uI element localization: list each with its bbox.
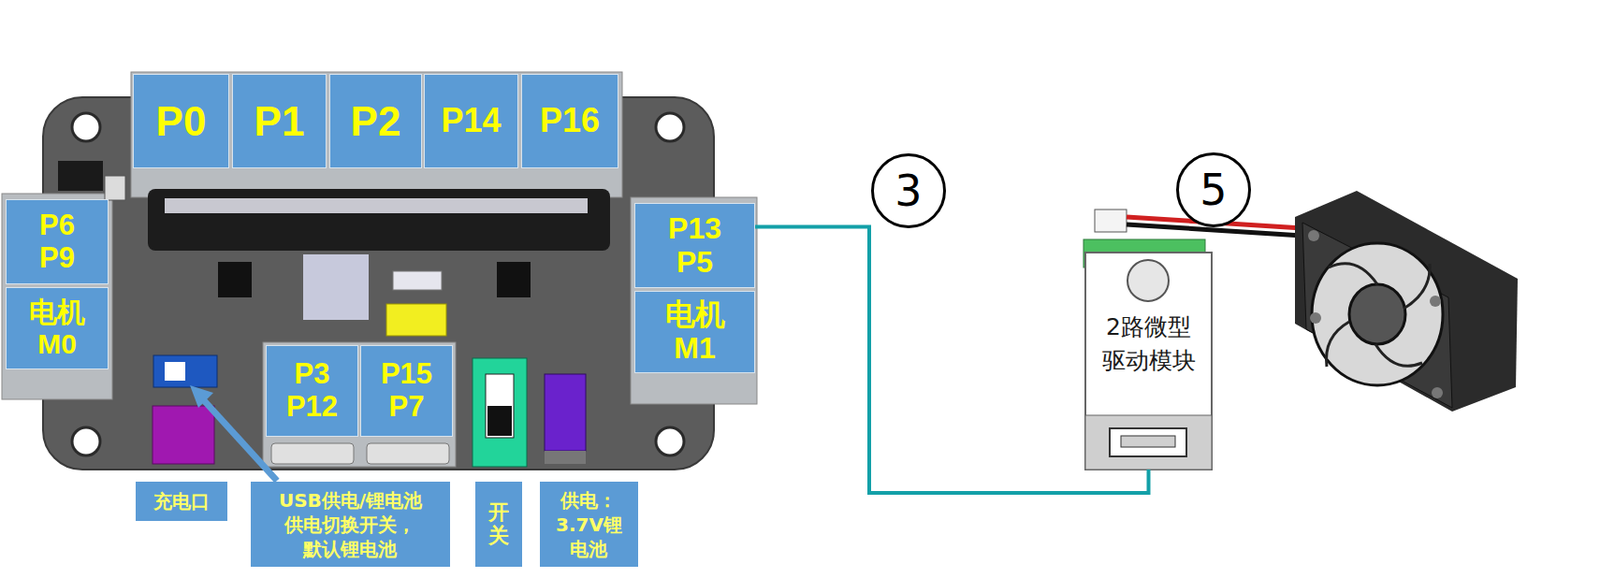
label-box: P1 — [232, 73, 327, 169]
label-box: 供电： 3.7V锂 电池 — [539, 481, 639, 568]
chip-left — [218, 261, 252, 298]
module-box: 2路微型 驱动模块 — [1085, 252, 1212, 470]
label-box: P0 — [132, 73, 230, 169]
port-label: P1 — [254, 98, 306, 145]
chip — [58, 160, 103, 191]
charge-port — [152, 406, 215, 465]
callout-circle: 5 — [1176, 152, 1251, 228]
label-box: USB供电/锂电池 供电切换开关， 默认锂电池 — [250, 481, 451, 568]
label-box: P3 P12 — [265, 345, 359, 437]
part-tag: 开关 — [488, 501, 510, 547]
label-box: 电机 M1 — [634, 290, 756, 374]
port-label: P2 — [350, 98, 402, 145]
label-box: P16 — [521, 73, 619, 169]
label-box: P13 P5 — [634, 203, 756, 289]
label-box: 充电口 — [135, 481, 228, 522]
label-box: P6 P9 — [5, 199, 109, 285]
callout-number: 3 — [894, 165, 922, 217]
label-box: 开关 — [475, 481, 523, 568]
header-bottom — [262, 342, 456, 467]
label-box: P2 — [329, 73, 422, 169]
module-label: 2路微型 驱动模块 — [1102, 310, 1196, 379]
port-label: P14 — [440, 101, 501, 140]
header-top — [130, 72, 623, 198]
usb-chip — [303, 254, 369, 320]
yellow-part — [386, 304, 447, 336]
motor-port-label: 电机 M1 — [665, 298, 726, 366]
part-tag: 供电： 3.7V锂 电池 — [555, 488, 623, 562]
battery-jack — [544, 374, 586, 451]
slide-knob — [164, 362, 186, 381]
bottom-sockets — [271, 443, 450, 465]
edge-slot — [147, 189, 611, 251]
chip-right — [496, 261, 531, 298]
motor-port-label: 电机 M0 — [29, 296, 86, 360]
edge-slot-pins — [164, 198, 588, 214]
port-label: P16 — [539, 101, 600, 140]
driver-module — [1083, 209, 1212, 470]
callout-circle: 3 — [871, 153, 946, 229]
port-label: P6 P9 — [39, 209, 75, 275]
port-label: P13 P5 — [668, 212, 722, 280]
chip-part — [104, 175, 126, 201]
power-switch — [472, 358, 527, 467]
label-box: P14 — [423, 73, 519, 169]
label-box: P15 P7 — [360, 345, 453, 437]
part-tag: USB供电/锂电池 供电切换开关， 默认锂电池 — [278, 488, 422, 562]
port-label: P0 — [156, 98, 207, 145]
smd-part — [392, 271, 442, 291]
fan — [1294, 190, 1518, 412]
port-label: P15 P7 — [380, 358, 433, 423]
slide-switch — [153, 355, 218, 388]
callout-number: 5 — [1199, 164, 1227, 216]
label-box: 电机 M0 — [5, 287, 109, 370]
signal-wire — [755, 227, 1150, 495]
port-label: P3 P12 — [286, 358, 338, 423]
part-tag: 充电口 — [153, 489, 210, 514]
header-right — [630, 197, 757, 405]
header-left — [1, 193, 113, 400]
